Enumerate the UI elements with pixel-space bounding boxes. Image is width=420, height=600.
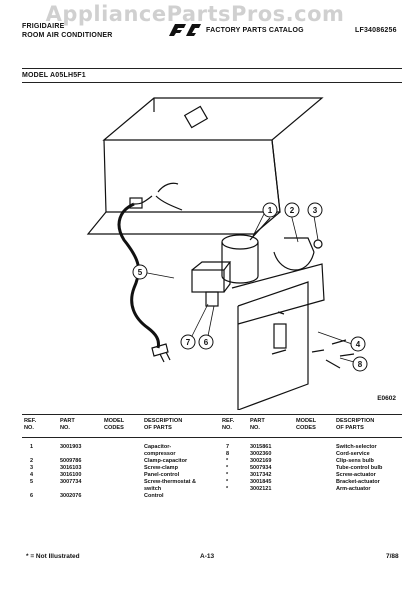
row-part: 3001903 [60, 444, 82, 450]
row-ref: 8 [226, 451, 230, 457]
brand-name: FRIGIDAIRE [22, 23, 65, 30]
parts-diagram: 1 2 3 4 5 6 7 8 E0602 [22, 92, 404, 410]
row-desc: Screw-actuator [336, 472, 376, 478]
brand-logo-icon [168, 22, 202, 38]
col-ref-right: REF. NO. [222, 418, 235, 431]
row-part: 3002121 [250, 486, 272, 492]
row-desc: Screw-thermostat & switch [144, 479, 196, 492]
row-ref: 1 [30, 444, 34, 450]
row-desc: Clip-sens bulb [336, 458, 374, 464]
callout-3: 3 [313, 206, 318, 215]
row-desc: Arm-actuator [336, 486, 371, 492]
row-desc: Capacitor- compressor [144, 444, 176, 457]
row-desc: Control [144, 493, 164, 499]
not-illustrated-note: * = Not Illustrated [26, 553, 80, 560]
callout-6: 6 [204, 338, 209, 347]
callout-5: 5 [138, 268, 143, 277]
row-ref: 2 [30, 458, 34, 464]
col-part-left: PART NO. [60, 418, 75, 431]
row-desc: Cord-service [336, 451, 370, 457]
col-ref-left: REF. NO. [24, 418, 37, 431]
model-divider [22, 82, 402, 83]
table-header-divider [22, 437, 402, 438]
row-desc: Bracket-actuator [336, 479, 380, 485]
row-part: 3001845 [250, 479, 272, 485]
row-ref: 7 [226, 444, 230, 450]
row-part: 3016100 [60, 472, 82, 478]
header-divider [22, 68, 402, 69]
row-ref: 5 [30, 479, 34, 485]
row-desc: Panel-control [144, 472, 180, 478]
catalog-title: FACTORY PARTS CATALOG [206, 27, 304, 34]
row-part: 5009786 [60, 458, 82, 464]
col-desc-left: DESCRIPTION OF PARTS [144, 418, 183, 431]
col-part-right: PART NO. [250, 418, 265, 431]
catalog-code: LF34086256 [355, 27, 397, 34]
watermark-text: AppliancePartsPros.com [45, 2, 345, 26]
table-top-divider [22, 414, 402, 415]
page-number: A-13 [200, 553, 215, 560]
row-desc: Clamp-capacitor [144, 458, 188, 464]
row-ref: * [226, 465, 229, 471]
row-desc: Switch-selector [336, 444, 377, 450]
row-part: 3015861 [250, 444, 272, 450]
col-code-right: MODEL CODES [296, 418, 317, 431]
row-part: 5007934 [250, 465, 272, 471]
parts-diagram-drawing: 1 2 3 4 5 6 7 8 E0602 [86, 97, 396, 410]
row-desc: Screw-clamp [144, 465, 178, 471]
row-ref: * [226, 486, 229, 492]
row-part: 3017342 [250, 472, 272, 478]
callout-1: 1 [268, 206, 273, 215]
model-number: MODEL A05LH5F1 [22, 72, 86, 79]
row-ref: 6 [30, 493, 34, 499]
callout-4: 4 [356, 340, 361, 349]
col-code-left: MODEL CODES [104, 418, 125, 431]
col-desc-right: DESCRIPTION OF PARTS [336, 418, 375, 431]
catalog-date: 7/88 [386, 553, 399, 560]
callout-8: 8 [358, 360, 363, 369]
row-ref: 3 [30, 465, 34, 471]
callout-2: 2 [290, 206, 295, 215]
row-ref: * [226, 472, 229, 478]
figure-code: E0602 [377, 395, 396, 402]
row-desc: Tube-control bulb [336, 465, 383, 471]
row-ref: * [226, 479, 229, 485]
product-line: ROOM AIR CONDITIONER [22, 32, 113, 39]
callout-7: 7 [186, 338, 191, 347]
row-part: 3007734 [60, 479, 82, 485]
row-part: 3002169 [250, 458, 272, 464]
row-part: 3016103 [60, 465, 82, 471]
row-part: 3002360 [250, 451, 272, 457]
row-part: 3002076 [60, 493, 82, 499]
row-ref: 4 [30, 472, 34, 478]
row-ref: * [226, 458, 229, 464]
